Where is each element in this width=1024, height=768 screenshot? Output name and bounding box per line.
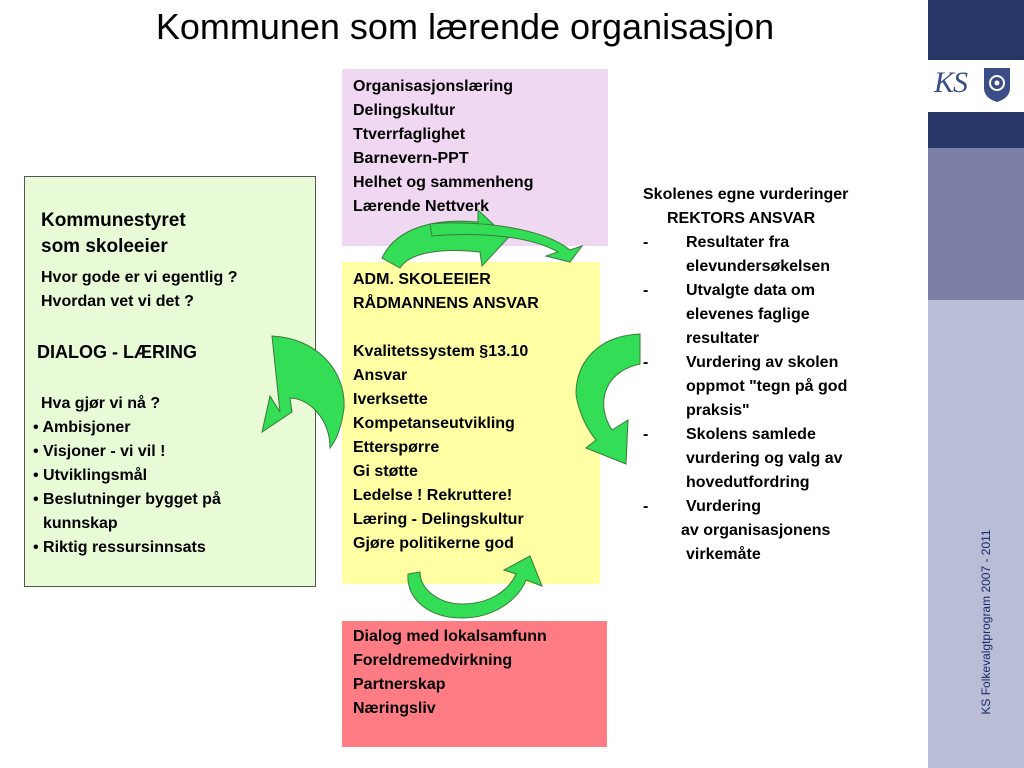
left-question-1: Hvor gode er vi egentlig ? xyxy=(41,269,238,286)
right-item-line: resultater xyxy=(686,330,759,347)
dash-marker: - xyxy=(643,354,649,371)
yellow-line: Læring - Delingskultur xyxy=(353,511,524,528)
curved-arrow-left xyxy=(261,335,345,450)
red-line: Partnerskap xyxy=(353,676,446,693)
right-item-line: virkemåte xyxy=(686,546,761,563)
right-item-line: vurdering og valg av xyxy=(686,450,843,467)
purple-line: Helhet og sammenheng xyxy=(353,174,534,191)
band-top xyxy=(928,0,1024,60)
right-item-line: oppmot "tegn på god xyxy=(686,378,848,395)
purple-box: Organisasjonslæring Delingskultur Ttverr… xyxy=(342,69,608,246)
yellow-line: Etterspørre xyxy=(353,439,440,456)
yellow-line: Iverksette xyxy=(353,391,428,408)
left-heading-2: som skoleeier xyxy=(41,236,168,257)
band-dark xyxy=(928,112,1024,148)
yellow-line: Gi støtte xyxy=(353,463,418,480)
purple-line: Barnevern-PPT xyxy=(353,150,469,167)
band-light xyxy=(928,300,1024,768)
curved-arrow-right xyxy=(575,333,641,465)
right-item-line: Utvalgte data om xyxy=(686,282,815,299)
yellow-line: Kvalitetssystem §13.10 xyxy=(353,343,529,360)
right-item-line: praksis" xyxy=(686,402,750,419)
dash-marker: - xyxy=(643,234,649,251)
right-item-line: av organisasjonens xyxy=(681,522,831,539)
right-item-line: elevenes faglige xyxy=(686,306,810,323)
dash-marker: - xyxy=(643,426,649,443)
curved-arrow-bottom xyxy=(407,555,543,619)
yellow-line: RÅDMANNENS ANSVAR xyxy=(353,295,539,312)
shield-icon xyxy=(984,68,1010,102)
left-question-3: Hva gjør vi nå ? xyxy=(41,395,161,412)
purple-line: Organisasjonslæring xyxy=(353,78,514,95)
yellow-line: Kompetanseutvikling xyxy=(353,415,515,432)
dash-marker: - xyxy=(643,498,649,515)
curved-arrow-top-return xyxy=(429,222,584,263)
dash-marker: - xyxy=(643,282,649,299)
bullet-item: • Visjoner - vi vil ! xyxy=(33,443,166,460)
yellow-line: Ansvar xyxy=(353,367,408,384)
red-line: Dialog med lokalsamfunn xyxy=(353,628,547,645)
right-heading: Skolenes egne vurderinger xyxy=(643,186,849,203)
left-question-2: Hvordan vet vi det ? xyxy=(41,293,194,310)
right-item-line: Resultater fra xyxy=(686,234,790,251)
bullet-item: • Utviklingsmål xyxy=(33,467,148,484)
curved-arrow-top xyxy=(381,208,509,269)
right-item-line: Vurdering av skolen xyxy=(686,354,839,371)
right-item-line: hovedutfordring xyxy=(686,474,810,491)
yellow-box: ADM. SKOLEEIER RÅDMANNENS ANSVAR Kvalite… xyxy=(342,262,600,584)
left-box: Kommunestyret som skoleeier Hvor gode er… xyxy=(24,176,316,587)
dialog-label: DIALOG - LÆRING xyxy=(37,342,197,362)
yellow-line: Ledelse ! Rekruttere! xyxy=(353,487,513,504)
page-title: Kommunen som lærende organisasjon xyxy=(155,6,775,47)
purple-line: Lærende Nettverk xyxy=(353,198,490,215)
ks-logo: KS xyxy=(934,66,968,99)
right-item-line: elevundersøkelsen xyxy=(686,258,831,275)
band-mid xyxy=(928,148,1024,300)
right-item-line: Vurdering xyxy=(686,498,761,515)
purple-line: Delingskultur xyxy=(353,102,456,119)
red-line: Foreldremedvirkning xyxy=(353,652,513,669)
right-item-line: Skolens samlede xyxy=(686,426,816,443)
bullet-item: • Beslutninger bygget på xyxy=(33,491,221,508)
yellow-line: ADM. SKOLEEIER xyxy=(353,271,491,288)
bullet-item: • Ambisjoner xyxy=(33,419,131,436)
yellow-line: Gjøre politikerne god xyxy=(353,535,514,552)
bullet-item: • Riktig ressursinnsats xyxy=(33,539,206,556)
bullet-item-continued: kunnskap xyxy=(43,515,118,532)
right-subheading: REKTORS ANSVAR xyxy=(667,210,816,227)
red-line: Næringsliv xyxy=(353,700,436,717)
red-box: Dialog med lokalsamfunn Foreldremedvirkn… xyxy=(342,621,607,747)
left-heading-1: Kommunestyret xyxy=(41,210,186,231)
purple-line: Ttverrfaglighet xyxy=(353,126,466,143)
